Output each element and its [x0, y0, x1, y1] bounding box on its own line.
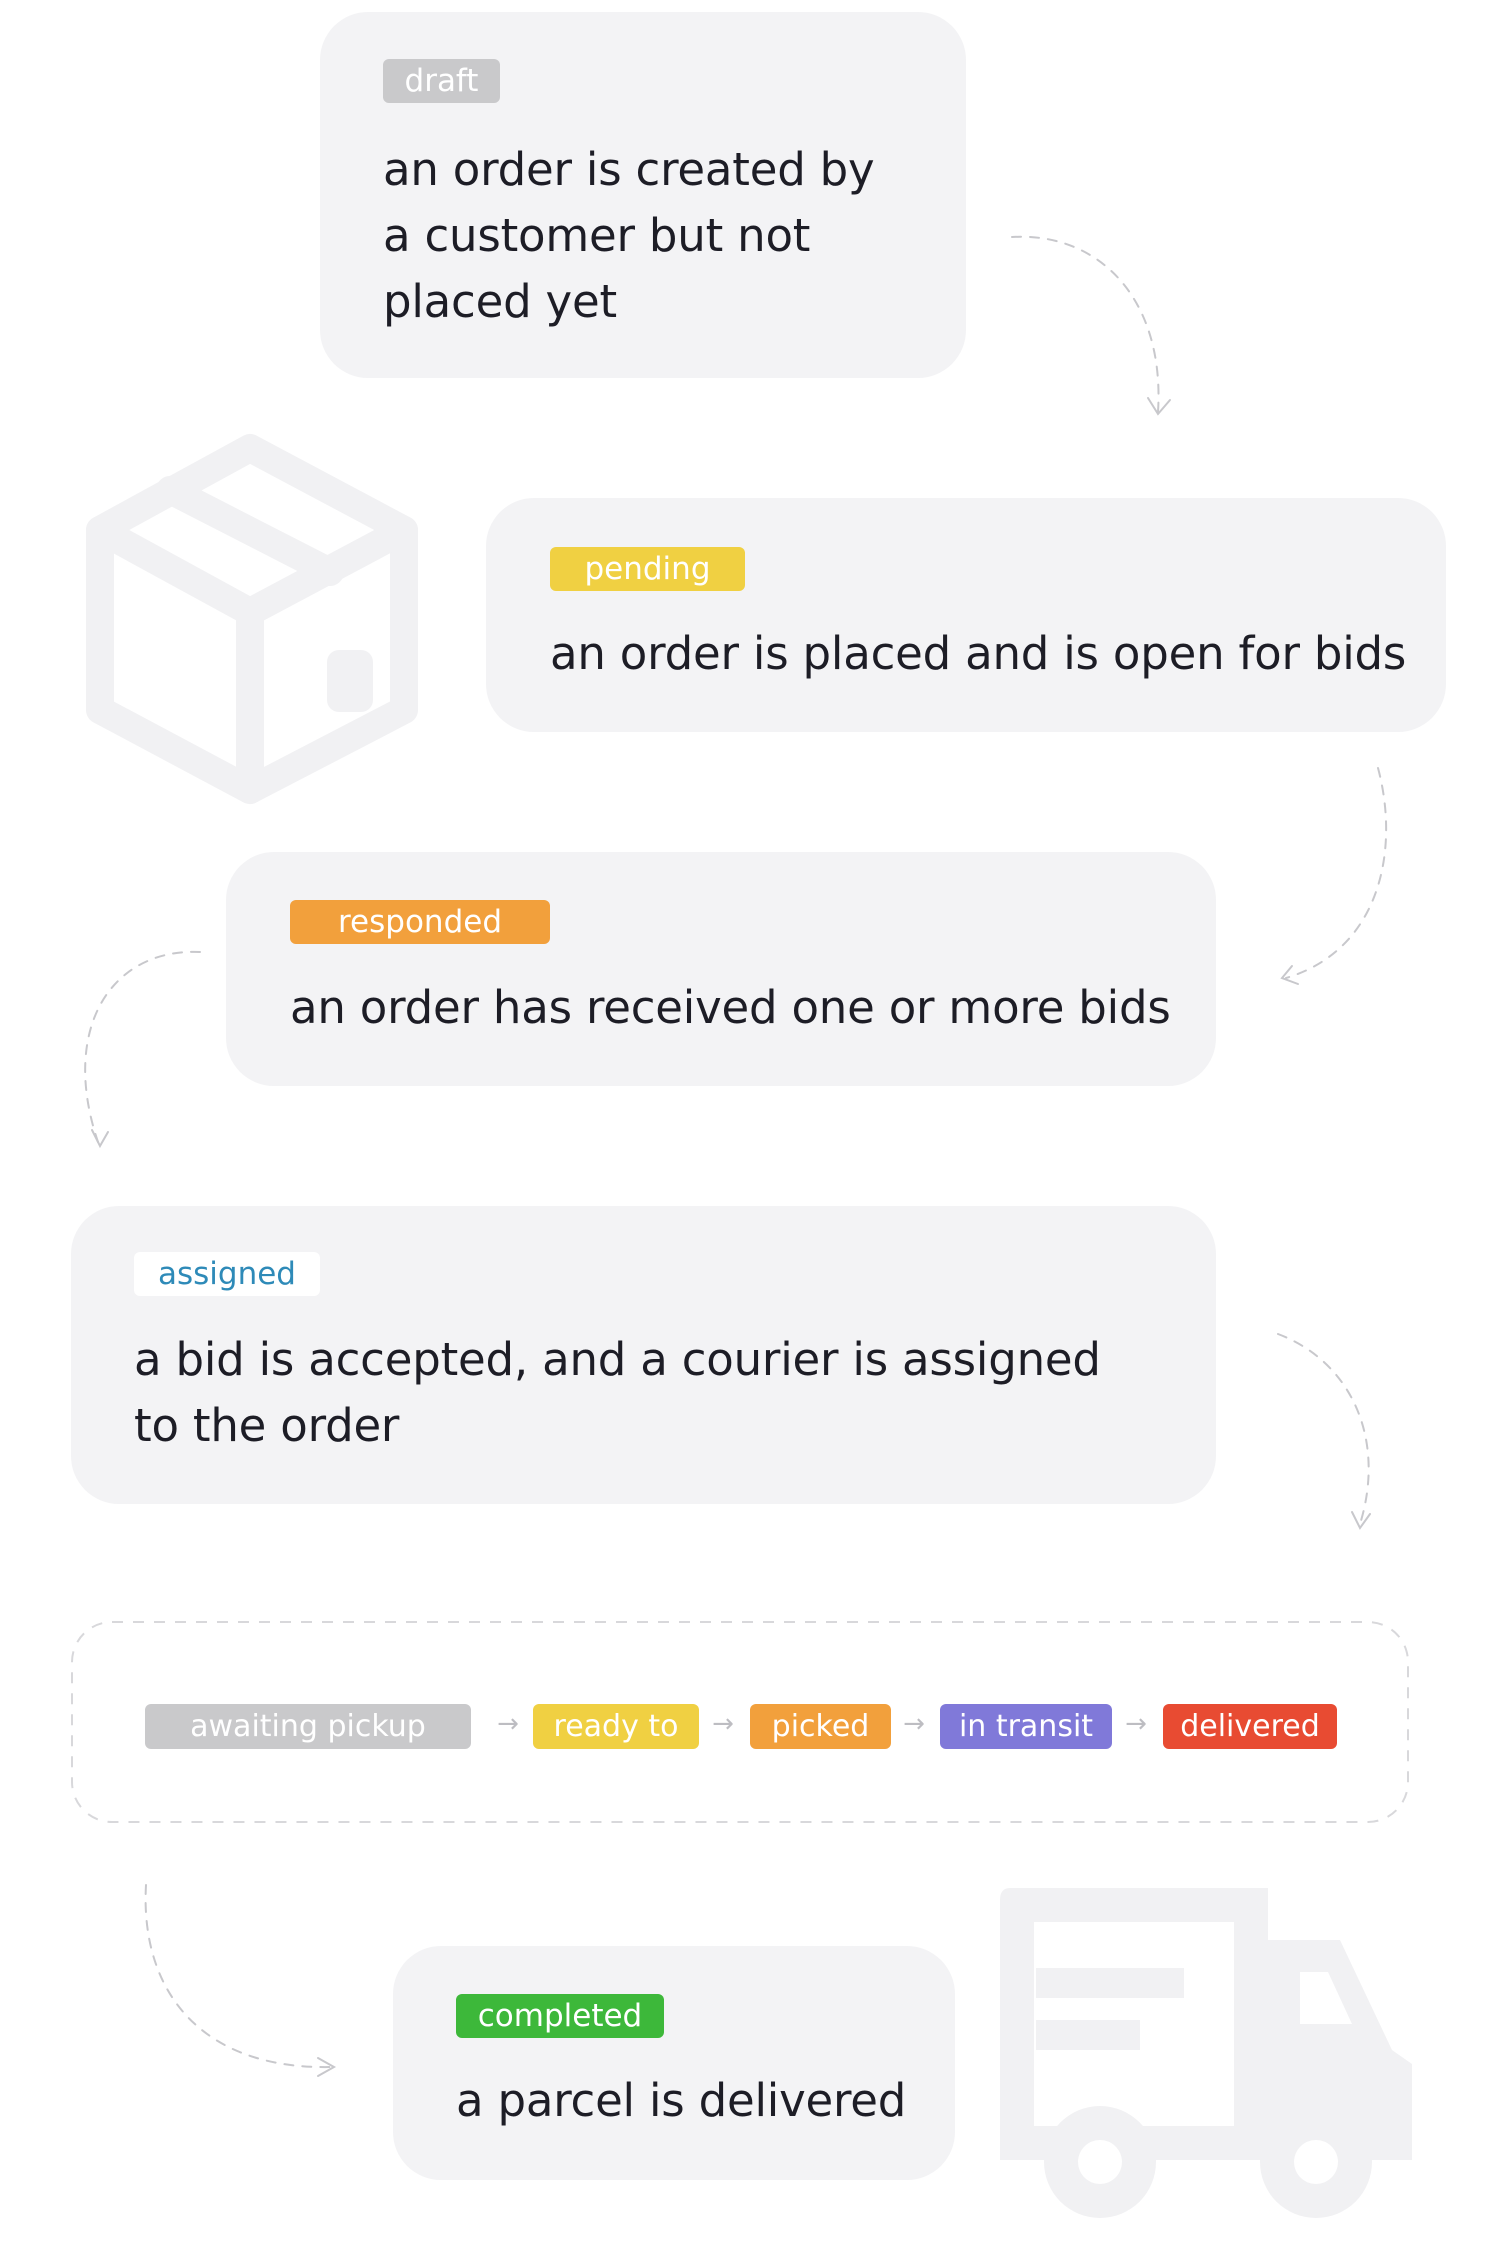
flow-step-ready-to: ready to: [533, 1704, 699, 1749]
stage-description-assigned: a bid is accepted, and a courier is assi…: [134, 1327, 1101, 1459]
stage-card-completed: [393, 1946, 955, 2180]
stage-card-pending: [486, 498, 1446, 732]
flow-step-picked: picked: [750, 1704, 891, 1749]
stage-description-pending: an order is placed and is open for bids: [550, 621, 1406, 687]
flow-arrow-icon: →: [903, 1709, 925, 1739]
flow-arrow-icon: →: [712, 1709, 734, 1739]
description-line: an order is placed and is open for bids: [550, 627, 1407, 680]
description-line: a parcel is delivered: [456, 2074, 907, 2127]
delivery-flow-frame: [71, 1621, 1409, 1823]
stage-card-responded: [226, 852, 1216, 1086]
flow-step-awaiting-pickup: awaiting pickup: [145, 1704, 471, 1749]
status-badge-completed: completed: [456, 1994, 664, 2038]
connector-draft-pending: [1011, 235, 1160, 413]
flow-connectors: [84, 235, 1388, 2069]
connector-assigned-flow: [1277, 1333, 1370, 1525]
description-line: a bid is accepted, and a courier is assi…: [134, 1333, 1101, 1386]
connector-flow-completed: [144, 1884, 333, 2069]
connector-responded-assigned: [84, 950, 201, 1143]
description-line: an order has received one or more bids: [290, 981, 1171, 1034]
description-line: placed yet: [383, 275, 617, 328]
flow-step-in-transit: in transit: [940, 1704, 1112, 1749]
status-badge-draft: draft: [383, 59, 500, 103]
stage-description-responded: an order has received one or more bids: [290, 975, 1171, 1041]
description-line: a customer but not: [383, 209, 811, 262]
stage-description-draft: an order is created by a customer but no…: [383, 137, 875, 335]
box-icon: [86, 434, 418, 804]
status-badge-assigned: assigned: [134, 1252, 320, 1296]
connector-arrowheads: [91, 397, 1371, 2077]
truck-icon: [1000, 1888, 1412, 2218]
flow-arrow-icon: →: [497, 1709, 519, 1739]
flow-arrow-icon: →: [1125, 1709, 1147, 1739]
stage-description-completed: a parcel is delivered: [456, 2068, 906, 2134]
status-badge-responded: responded: [290, 900, 550, 944]
flow-step-delivered: delivered: [1163, 1704, 1337, 1749]
status-badge-pending: pending: [550, 547, 745, 591]
description-line: to the order: [134, 1399, 400, 1452]
description-line: an order is created by: [383, 143, 875, 196]
connector-pending-responded: [1285, 767, 1388, 979]
